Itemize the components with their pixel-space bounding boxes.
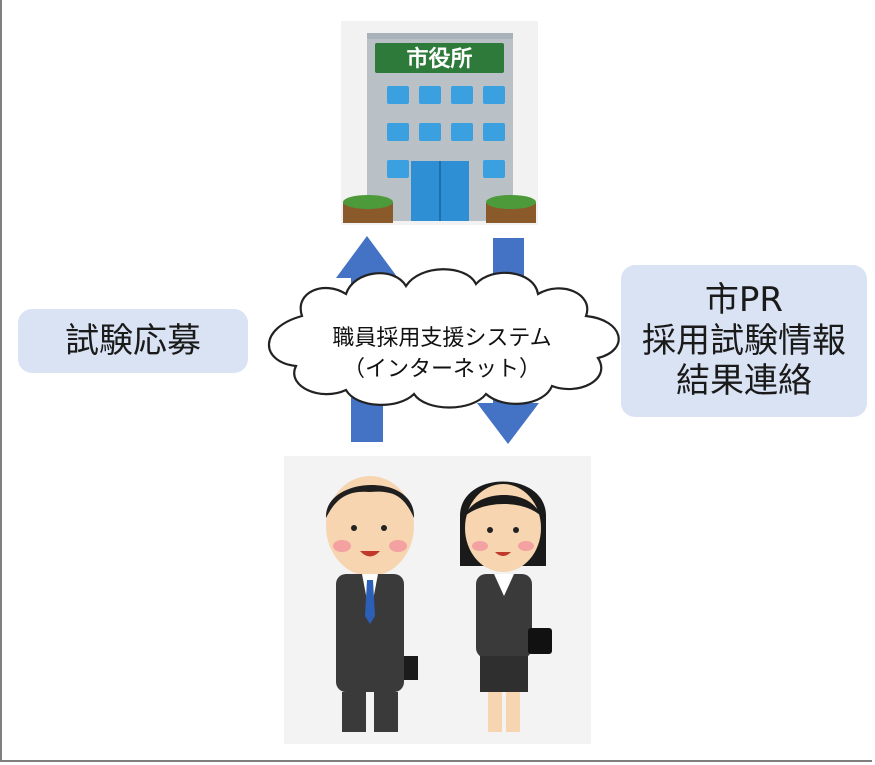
female-applicant-icon: [460, 481, 552, 732]
info-line-2: 採用試験情報: [642, 320, 846, 361]
city-hall-building-icon: 市役所: [341, 21, 538, 225]
job-applicants-icon: [284, 456, 591, 744]
male-applicant-icon: [325, 476, 418, 732]
apply-label: 試験応募: [65, 320, 201, 361]
info-line-3: 結果連絡: [676, 361, 812, 402]
cloud-line-1: 職員採用支援システム: [332, 326, 552, 351]
info-label-box: 市PR 採用試験情報 結果連絡: [621, 265, 867, 417]
internet-cloud: 職員採用支援システム （インターネット）: [242, 254, 642, 414]
cloud-line-2: （インターネット）: [342, 357, 541, 382]
info-line-1: 市PR: [704, 279, 784, 320]
apply-label-box: 試験応募: [18, 309, 248, 373]
internet-cloud-icon: [268, 268, 620, 409]
city-hall-sign: 市役所: [406, 46, 472, 72]
